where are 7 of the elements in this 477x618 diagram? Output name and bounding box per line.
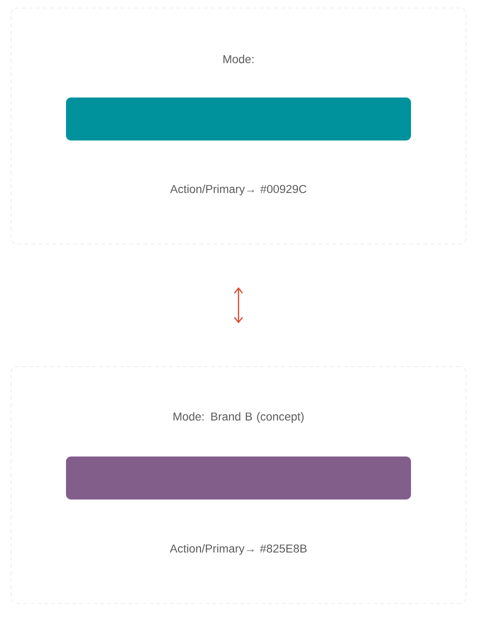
mode-heading: Mode: (223, 54, 254, 64)
token-label: Action/Primary→ #825E8B (170, 544, 307, 555)
double-arrow (234, 287, 243, 324)
color-swatch-bar (66, 456, 411, 500)
token-label: Action/Primary→ #00929C (170, 184, 306, 196)
mode-heading: Mode: Brand B (concept) (174, 412, 304, 423)
color-swatch-bar (66, 98, 411, 140)
